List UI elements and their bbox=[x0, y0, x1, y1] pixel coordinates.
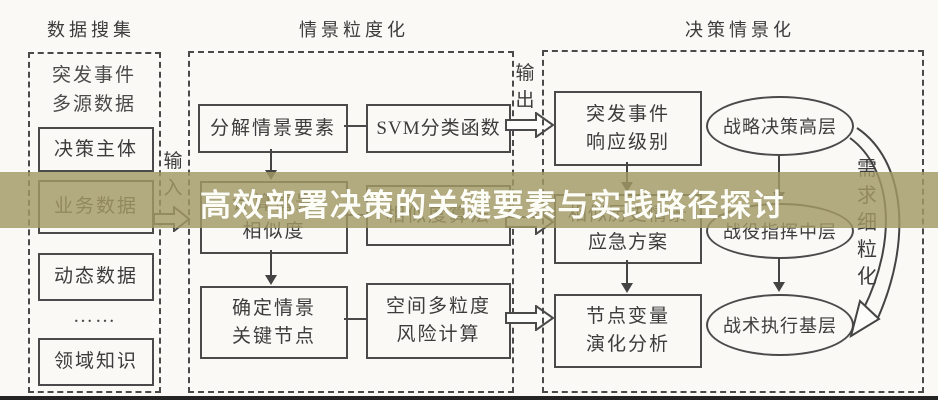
down-arrow bbox=[773, 258, 785, 292]
multi-source-data-label: 突发事件 多源数据 bbox=[51, 65, 136, 115]
strategic-level-ellipse: 战略决策高层 bbox=[706, 96, 854, 156]
bottom-bar bbox=[0, 396, 938, 400]
response-level-box: 突发事件 响应级别 bbox=[554, 91, 702, 166]
title-banner bbox=[0, 172, 938, 228]
lower-block-arrow-icon bbox=[505, 305, 555, 331]
output-block-arrow-icon bbox=[505, 112, 555, 138]
down-arrow bbox=[265, 149, 277, 180]
spatial-risk-box: 空间多粒度 风险计算 bbox=[366, 283, 511, 359]
connector-line bbox=[344, 318, 366, 320]
down-arrow bbox=[265, 250, 277, 285]
key-nodes-box: 确定情景 关键节点 bbox=[200, 286, 348, 359]
tactical-level-ellipse: 战术执行基层 bbox=[706, 294, 854, 356]
section-header-scenario-granulation: 情景粒度化 bbox=[299, 20, 409, 40]
section-header-data-collection: 数据搜集 bbox=[47, 20, 135, 40]
decision-subject-box: 决策主体 bbox=[38, 127, 154, 172]
output-label: 输出 bbox=[515, 63, 535, 111]
decompose-elements-box: 分解情景要素 bbox=[198, 104, 348, 153]
section-header-decision-scenarioization: 决策情景化 bbox=[685, 20, 795, 40]
down-arrow bbox=[621, 260, 633, 293]
page-title: 高效部署决策的关键要素与实践路径探讨 bbox=[200, 188, 785, 223]
node-evolution-box: 节点变量 演化分析 bbox=[554, 294, 702, 368]
ellipsis-label: …… bbox=[73, 305, 117, 327]
svm-function-box: SVM分类函数 bbox=[366, 104, 511, 153]
domain-knowledge-box: 领域知识 bbox=[38, 338, 154, 386]
dynamic-data-box: 动态数据 bbox=[38, 253, 154, 301]
connector-line bbox=[344, 125, 366, 127]
